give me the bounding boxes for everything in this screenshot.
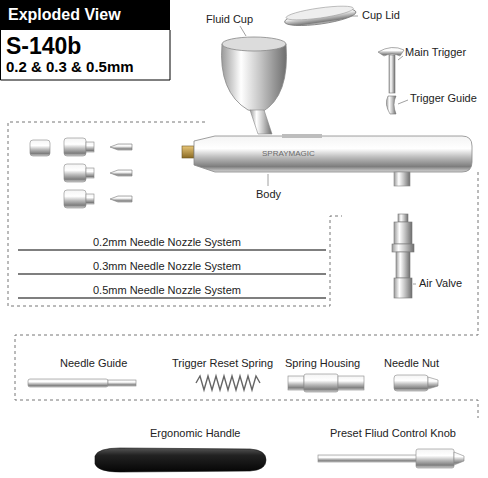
part-label: 0.2mm Needle Nozzle System: [90, 236, 244, 249]
part-label: Trigger Reset Spring: [172, 357, 273, 370]
group-outline: [8, 122, 478, 418]
fluid-cup: [222, 37, 287, 134]
part-label: Main Trigger: [405, 46, 466, 59]
part-label: Trigger Guide: [410, 92, 477, 105]
ergonomic-handle: [95, 448, 266, 472]
header-frame: [1, 30, 171, 80]
part-label: Spring Housing: [285, 357, 360, 370]
leader-line: [413, 284, 416, 285]
part-label: Cup Lid: [362, 9, 400, 22]
needle-nut: [394, 375, 438, 391]
leader-line: [268, 174, 269, 186]
spring-housing: [288, 374, 364, 392]
control-knob: [318, 449, 464, 468]
air-valve: [392, 214, 414, 298]
part-label: Ergonomic Handle: [150, 427, 241, 440]
needle: [18, 250, 326, 298]
reset-spring: [196, 376, 260, 390]
main-trigger: [378, 47, 404, 114]
model-number: S-140b: [6, 33, 81, 59]
part-label: Preset Fliud Control Knob: [330, 427, 456, 440]
airbrush-body: [182, 134, 472, 186]
brand-print: SPRAYMAGIC: [262, 149, 315, 158]
nozzle-sizes: 0.2 & 0.3 & 0.5mm: [6, 58, 134, 75]
needle-guide: [28, 379, 136, 387]
trigger-guide: [386, 96, 396, 114]
part-label: Needle Guide: [60, 357, 127, 370]
part-label: 0.5mm Needle Nozzle System: [90, 284, 244, 297]
leader-line: [240, 16, 408, 104]
diagram-title: Exploded View: [8, 6, 121, 24]
part-label: Needle Nut: [384, 357, 439, 370]
part-label: 0.3mm Needle Nozzle System: [90, 260, 244, 273]
cup-lid: [283, 3, 357, 29]
part-label: Air Valve: [419, 277, 462, 290]
part-label: Body: [256, 188, 281, 201]
part-label: Fluid Cup: [206, 13, 253, 26]
nozzle-set: [30, 138, 132, 208]
header-bar: [0, 0, 170, 30]
